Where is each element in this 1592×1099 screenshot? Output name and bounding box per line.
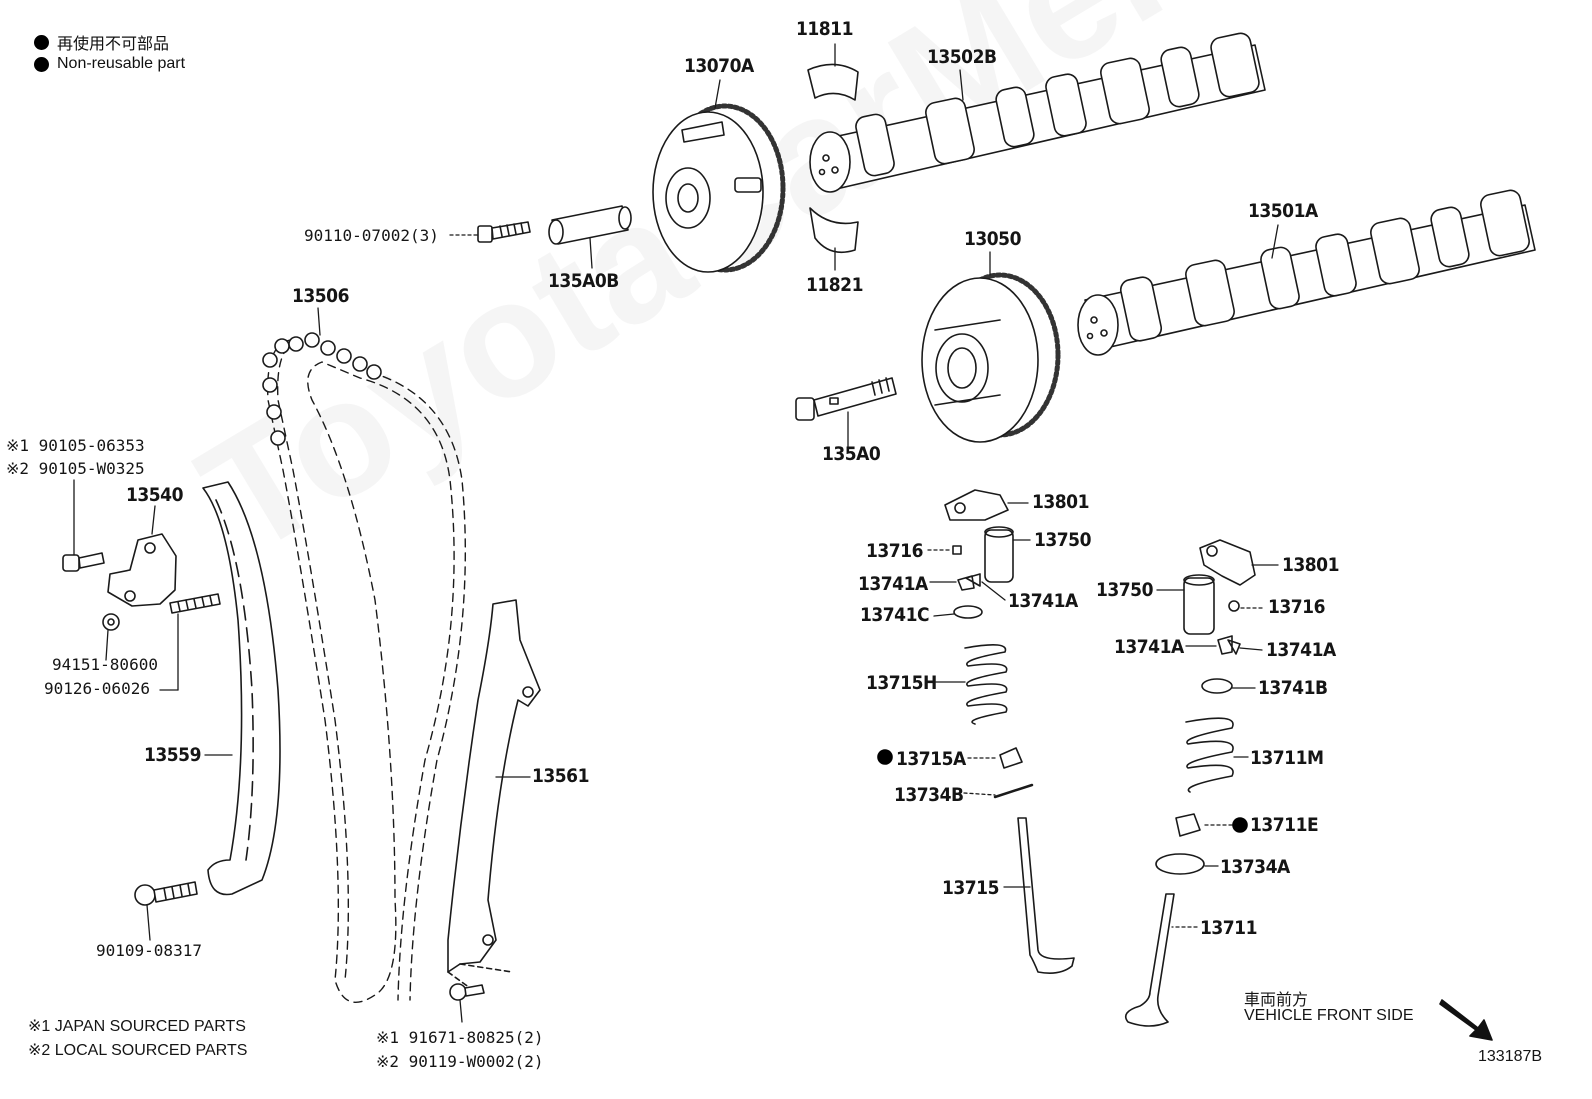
legend-item-en: Non-reusable part (34, 55, 185, 73)
part-label-13559[interactable]: 13559 (144, 744, 201, 766)
part-label-13741a-right-2[interactable]: 13741A (1266, 639, 1336, 661)
bolt-91671-drawing (449, 983, 485, 1001)
part-label-94151-80600[interactable]: 94151-80600 (52, 655, 158, 674)
rocker-arm-13801-right-drawing (1199, 539, 1256, 586)
cam-timing-gear-13070a-drawing (652, 103, 786, 273)
non-reusable-dot-13711e (1232, 817, 1248, 833)
part-label-13715[interactable]: 13715 (942, 877, 999, 899)
part-label-90105-w0325[interactable]: ※2 90105-W0325 (6, 459, 145, 478)
retainer-13741b-drawing (1201, 678, 1233, 694)
part-label-13741a-right-1[interactable]: 13741A (1114, 636, 1184, 658)
lash-adjuster-13750-left-drawing (984, 526, 1014, 583)
legend-text-en: Non-reusable part (57, 55, 186, 72)
non-reusable-dot-13715a (877, 749, 893, 765)
leader-lines (73, 43, 1279, 1023)
front-side-label-en: VEHICLE FRONT SIDE (1244, 1007, 1414, 1024)
tensioner-13540-drawing (107, 533, 177, 607)
part-label-13715h[interactable]: 13715H (866, 672, 937, 694)
oil-seal-13715a-drawing (999, 747, 1023, 769)
part-label-11811[interactable]: 11811 (796, 18, 853, 40)
front-direction-arrow (1439, 999, 1493, 1041)
bolt-90105-drawing (62, 552, 105, 572)
valve-spring-13715h-drawing (964, 644, 1008, 725)
cap-13716-left-drawing (952, 545, 962, 555)
filled-dot-icon (34, 34, 49, 50)
part-label-13801-left[interactable]: 13801 (1032, 491, 1089, 513)
valve-spring-13711m-drawing (1185, 717, 1234, 793)
part-label-13741a-left-2[interactable]: 13741A (1008, 590, 1078, 612)
part-label-13506[interactable]: 13506 (292, 285, 349, 307)
lash-adjuster-13750-right-drawing (1183, 574, 1215, 635)
part-label-13750-left[interactable]: 13750 (1034, 529, 1091, 551)
seat-13734a-drawing (1155, 853, 1205, 875)
cam-timing-gear-13050-drawing (921, 272, 1061, 443)
part-label-13741a-left-1[interactable]: 13741A (858, 573, 928, 595)
diagram-id: 133187B (1478, 1048, 1543, 1065)
part-label-13750-right[interactable]: 13750 (1096, 579, 1153, 601)
bolt-90110-drawing (477, 221, 531, 243)
part-label-90109-08317[interactable]: 90109-08317 (96, 941, 202, 960)
chain-slipper-13559-drawing (202, 481, 281, 896)
legend-text-jp: 再使用不可部品 (57, 36, 170, 53)
part-label-13734a[interactable]: 13734A (1220, 856, 1290, 878)
part-label-13502b[interactable]: 13502B (927, 46, 997, 68)
part-label-13741b[interactable]: 13741B (1258, 677, 1328, 699)
part-label-13734b[interactable]: 13734B (894, 784, 964, 806)
oil-seal-13711e-drawing (1175, 813, 1201, 837)
bolt-90109-drawing (134, 881, 198, 906)
note-local-sourced: ※2 LOCAL SOURCED PARTS (28, 1042, 248, 1059)
part-label-135a0b[interactable]: 135A0B (548, 270, 619, 292)
stud-90126-drawing (169, 593, 221, 614)
front-side-label-jp: 車両前方 (1244, 992, 1309, 1009)
bearing-11811-drawing (807, 63, 859, 101)
rocker-arm-13801-left-drawing (944, 489, 1009, 521)
part-label-13716-left[interactable]: 13716 (866, 540, 923, 562)
cap-13716-right-drawing (1228, 600, 1240, 612)
legend-item-jp: 再使用不可部品 (34, 30, 169, 54)
part-label-91671-80825[interactable]: ※1 91671-80825(2) (376, 1028, 544, 1047)
part-label-13561[interactable]: 13561 (532, 765, 589, 787)
chain-guide-13561-drawing (447, 599, 541, 989)
part-label-90126-06026[interactable]: 90126-06026 (44, 679, 150, 698)
part-label-13711[interactable]: 13711 (1200, 917, 1257, 939)
valve-13711-drawing (1124, 893, 1175, 1027)
retainer-13741c-drawing (953, 605, 983, 619)
part-label-135a0[interactable]: 135A0 (822, 443, 881, 465)
part-label-13501a[interactable]: 13501A (1248, 200, 1318, 222)
part-label-13711m[interactable]: 13711M (1250, 747, 1324, 769)
valve-13715-drawing (1017, 817, 1075, 974)
part-label-13741c[interactable]: 13741C (860, 604, 930, 626)
valve-135a0b-drawing (548, 205, 632, 245)
camshaft-13501a-drawing (1077, 189, 1536, 356)
timing-chain-13506-drawing (262, 332, 466, 1003)
keeper-13741a-right-drawing (1217, 635, 1241, 655)
part-label-13711e[interactable]: 13711E (1250, 814, 1319, 836)
part-label-13716-right[interactable]: 13716 (1268, 596, 1325, 618)
valve-stem-13734b-drawing (993, 783, 1034, 799)
camshaft-13502b-drawing (809, 32, 1266, 193)
filled-dot-icon (34, 56, 49, 72)
part-label-13070a[interactable]: 13070A (684, 55, 754, 77)
part-label-11821[interactable]: 11821 (806, 274, 863, 296)
part-label-13540[interactable]: 13540 (126, 484, 183, 506)
note-japan-sourced: ※1 JAPAN SOURCED PARTS (28, 1018, 246, 1035)
part-label-13801-right[interactable]: 13801 (1282, 554, 1339, 576)
part-label-90105-06353[interactable]: ※1 90105-06353 (6, 436, 145, 455)
bearing-11821-drawing (809, 207, 859, 254)
part-label-13050[interactable]: 13050 (964, 228, 1021, 250)
bolt-135a0-drawing (795, 377, 897, 421)
part-label-90119-w0002[interactable]: ※2 90119-W0002(2) (376, 1052, 544, 1071)
nut-94151-drawing (102, 613, 120, 631)
part-label-90110-07002[interactable]: 90110-07002(3) (304, 226, 439, 245)
part-label-13715a[interactable]: 13715A (896, 748, 966, 770)
keeper-13741a-left-drawing (957, 573, 981, 591)
